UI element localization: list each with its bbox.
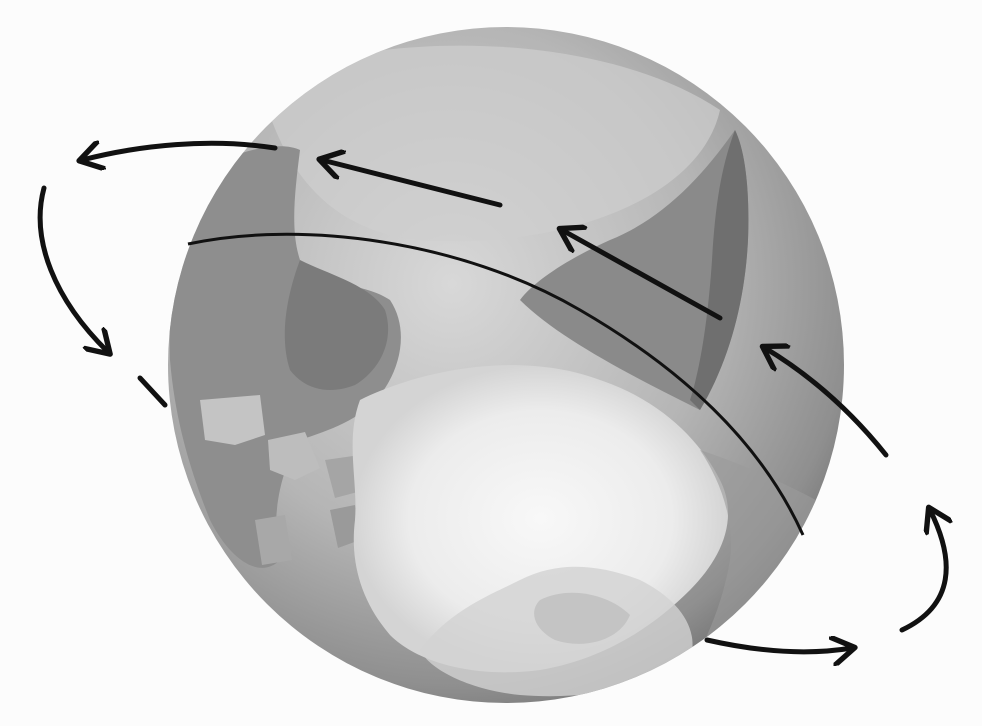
island-1 [200, 395, 265, 445]
